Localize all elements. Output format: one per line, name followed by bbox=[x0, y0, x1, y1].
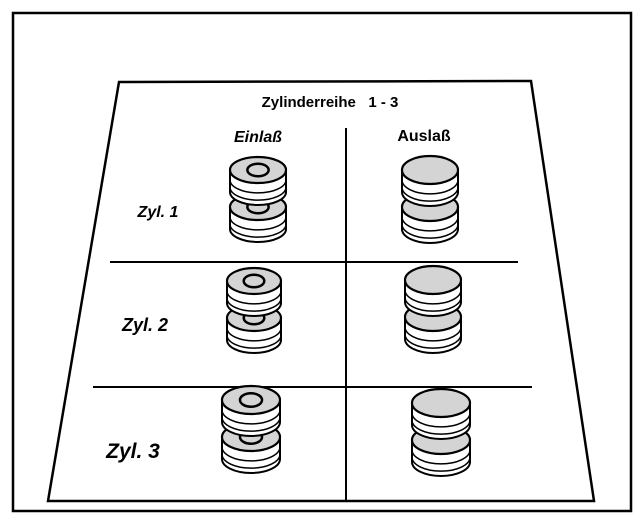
valve-band-2 bbox=[404, 297, 462, 312]
valve-band-1 bbox=[411, 449, 471, 465]
valve-head bbox=[403, 264, 463, 296]
valve-band-2 bbox=[229, 187, 287, 201]
exhaust-valves-cyl-1 bbox=[400, 154, 460, 244]
valve-band-1 bbox=[221, 446, 281, 462]
exhaust-valves-cyl-1-disc-lower bbox=[400, 191, 460, 244]
intake-valves-cyl-3 bbox=[220, 384, 282, 474]
valve-head bbox=[410, 387, 472, 419]
exhaust-valves-cyl-2 bbox=[403, 264, 463, 354]
valve-head bbox=[228, 155, 288, 185]
valve-band-1 bbox=[229, 179, 287, 194]
cylinder-label-1: Zyl. 1 bbox=[137, 204, 179, 221]
valve-stem-ring bbox=[242, 273, 266, 289]
intake-column-label: Einlaß bbox=[234, 129, 282, 146]
exhaust-column-label: Auslaß bbox=[397, 128, 451, 145]
exhaust-valves-cyl-2-disc-upper bbox=[403, 264, 463, 317]
intake-valves-cyl-1-disc-upper bbox=[228, 155, 288, 206]
valve-head bbox=[400, 154, 460, 186]
intake-valves-cyl-3-disc-upper bbox=[220, 384, 282, 437]
exhaust-valves-cyl-3 bbox=[410, 387, 472, 477]
valve-band-1 bbox=[226, 290, 282, 305]
valve-band-2 bbox=[401, 224, 459, 239]
valve-band-2 bbox=[221, 417, 281, 432]
valve-band-1 bbox=[411, 412, 471, 428]
valve-band-2 bbox=[226, 298, 282, 312]
valve-group bbox=[220, 154, 472, 477]
valve-band-1 bbox=[401, 179, 459, 195]
valve-band-2 bbox=[226, 335, 282, 349]
intake-valves-cyl-2-disc-upper bbox=[225, 266, 283, 317]
valve-band-2 bbox=[221, 454, 281, 469]
cylinder-label-3: Zyl. 3 bbox=[105, 440, 160, 463]
valve-band-2 bbox=[411, 420, 471, 435]
valve-band-1 bbox=[229, 216, 287, 231]
exhaust-valves-cyl-3-disc-upper bbox=[410, 387, 472, 440]
valve-stem-ring bbox=[238, 392, 264, 408]
valve-head bbox=[220, 384, 282, 416]
valve-band-1 bbox=[401, 216, 459, 232]
valve-band-2 bbox=[411, 457, 471, 472]
valve-band-2 bbox=[401, 187, 459, 202]
cylinder-bank-sheet bbox=[46, 79, 596, 503]
valve-band-1 bbox=[404, 289, 462, 305]
exhaust-valves-cyl-1-disc-upper bbox=[400, 154, 460, 207]
valve-band-1 bbox=[221, 409, 281, 425]
valve-band-2 bbox=[229, 224, 287, 238]
valve-band-1 bbox=[226, 327, 282, 342]
valve-stem-ring bbox=[246, 162, 270, 178]
valve-band-2 bbox=[404, 334, 462, 349]
diagram-title: Zylinderreihe 1 - 3 bbox=[262, 94, 399, 111]
intake-valves-cyl-1 bbox=[228, 155, 288, 243]
valve-band-1 bbox=[404, 326, 462, 342]
cylinder-label-2: Zyl. 2 bbox=[121, 315, 168, 335]
intake-valves-cyl-2 bbox=[225, 266, 283, 354]
valve-head bbox=[225, 266, 283, 296]
